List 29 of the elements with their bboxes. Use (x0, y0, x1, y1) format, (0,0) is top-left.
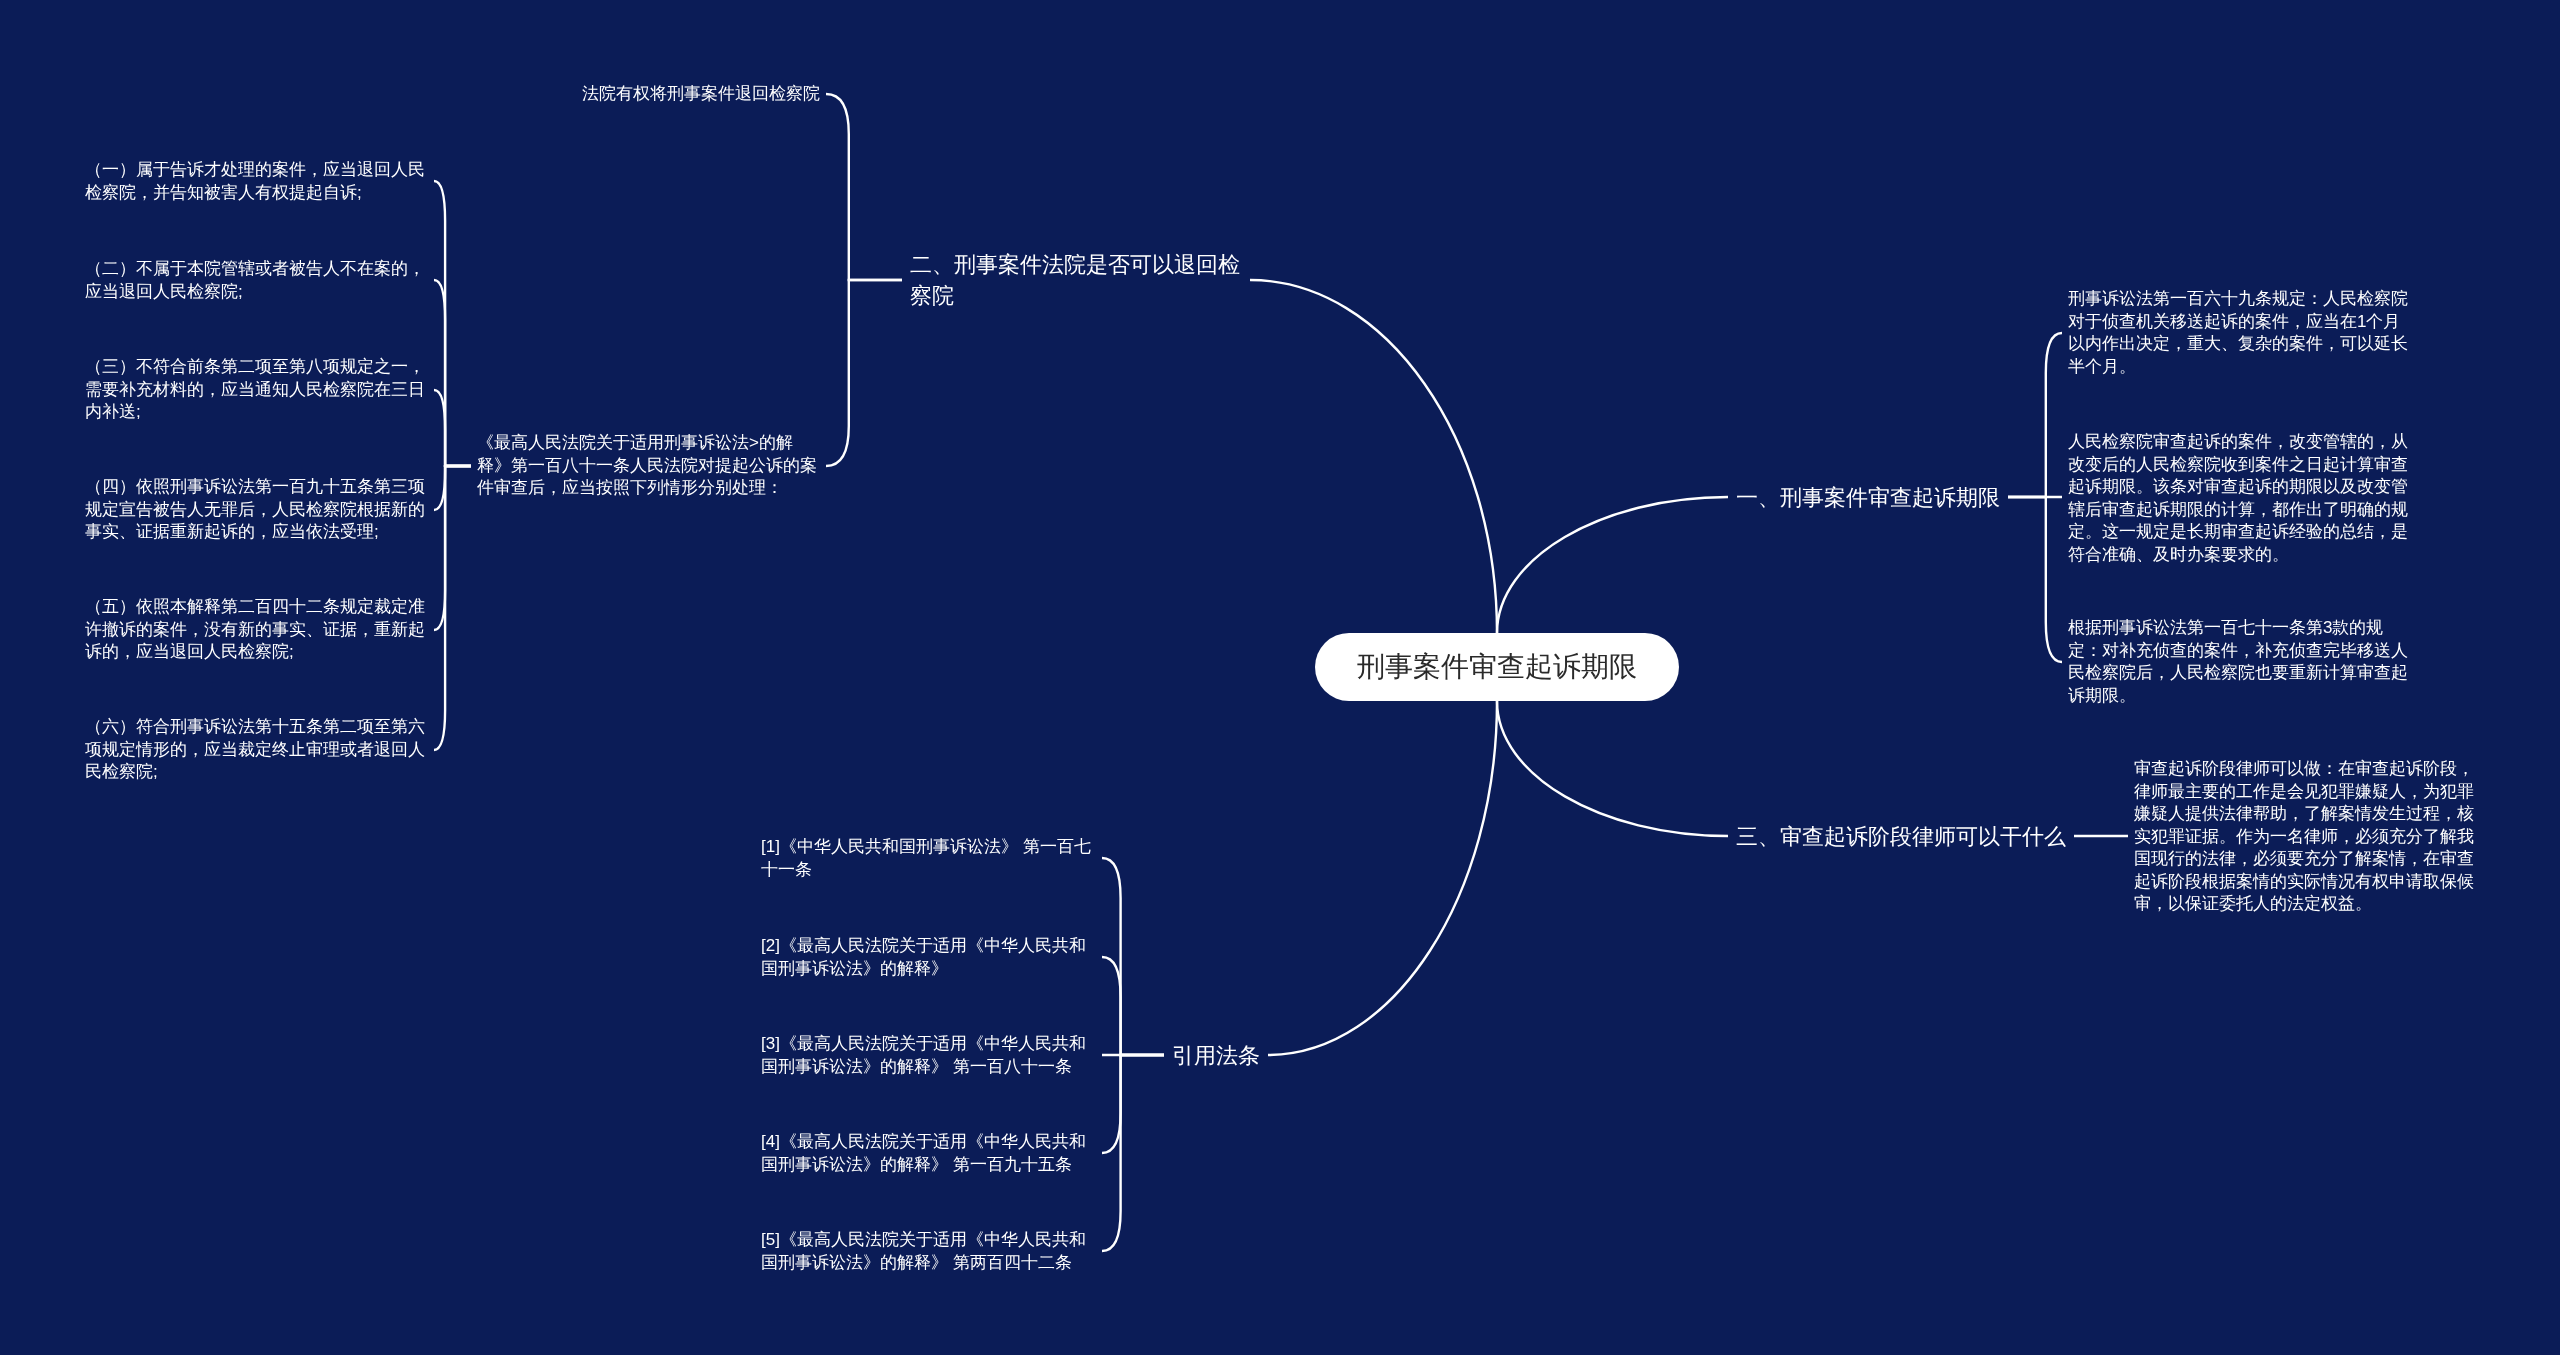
connector-line (825, 278, 902, 468)
connector-line (433, 464, 471, 752)
subtopic-text: [1]《中华人民共和国刑事诉讼法》 第一百七十一条 (755, 833, 1102, 883)
subtopic-text: 人民检察院审查起诉的案件，改变管辖的，从改变后的人民检察院收到案件之日起计算审查起诉期限。该条对审查起诉的期限以及改变管辖后审查起诉期限的计算，都作出了明确的规定。这一规定是长期审查起诉经验的总结，是符合准确、及时办案要求的。 (2062, 428, 2417, 568)
branch-topic: 三、审查起诉阶段律师可以干什么 (1728, 818, 2074, 854)
subtopic-text: （五）依照本解释第二百四十二条规定裁定准许撤诉的案件，没有新的事实、证据，重新起诉的，应当退回人民检察院; (79, 594, 434, 666)
branch-topic: 引用法条 (1164, 1037, 1268, 1073)
subtopic-text: [3]《最高人民法院关于适用《中华人民共和国刑事诉讼法》的解释》 第一百八十一条 (755, 1030, 1102, 1080)
connector-line (1267, 700, 1499, 1057)
subtopic-text: [5]《最高人民法院关于适用《中华人民共和国刑事诉讼法》的解释》 第两百四十二条 (755, 1226, 1102, 1276)
subtopic-text: （六）符合刑事诉讼法第十五条第二项至第六项规定情形的，应当裁定终止审理或者退回人民检察院; (79, 714, 434, 786)
subtopic-text: 审查起诉阶段律师可以做：在审查起诉阶段，律师最主要的工作是会见犯罪嫌疑人，为犯罪嫌疑人提供法律帮助，了解案情发生过程，核实犯罪证据。作为一名律师，必须充分了解我国现行的法律，必须要充分了解案情，在审查起诉阶段根据案情的实际情况有权申请取保候审，以保证委托人的法定权益。 (2128, 756, 2483, 918)
connector-line (2074, 834, 2128, 838)
connector-line (1495, 495, 1729, 634)
central-topic: 刑事案件审查起诉期限 (1315, 633, 1679, 701)
subtopic-text: 根据刑事诉讼法第一百七十一条第3款的规定：对补充侦查的案件，补充侦查完毕移送人民检察院后，人民检察院也要重新计算审查起诉期限。 (2062, 615, 2417, 709)
subtopic-text: （三）不符合前条第二项至第八项规定之一，需要补充材料的，应当通知人民检察院在三日内补送; (79, 354, 434, 426)
branch-topic: 二、刑事案件法院是否可以退回检察院 (902, 247, 1250, 313)
branch-topic: 一、刑事案件审查起诉期限 (1728, 479, 2008, 515)
connector-line (1101, 1053, 1164, 1253)
subtopic-text: 刑事诉讼法第一百六十九条规定：人民检察院对于侦查机关移送起诉的案件，应当在1个月以内作出决定，重大、复杂的案件，可以延长半个月。 (2062, 286, 2417, 380)
subtopic-text: 法院有权将刑事案件退回检察院 (576, 80, 826, 108)
connector-line (2008, 495, 2063, 664)
subtopic-text: [2]《最高人民法院关于适用《中华人民共和国刑事诉讼法》的解释》 (755, 932, 1102, 982)
subtopic-text: （一）属于告诉才处理的案件，应当退回人民检察院，并告知被害人有权提起自诉; (79, 156, 434, 206)
subtopic-text: （四）依照刑事诉讼法第一百九十五条第三项规定宣告被告人无罪后，人民检察院根据新的事实、证据重新起诉的，应当依法受理; (79, 474, 434, 546)
subtopic-text: （二）不属于本院管辖或者被告人不在案的，应当退回人民检察院; (79, 255, 434, 305)
subtopic-text: [4]《最高人民法院关于适用《中华人民共和国刑事诉讼法》的解释》 第一百九十五条 (755, 1128, 1102, 1178)
subtopic-text: 《最高人民法院关于适用刑事诉讼法>的解释》第一百八十一条人民法院对提起公诉的案件审查后，应当按照下列情形分别处理： (471, 430, 826, 502)
